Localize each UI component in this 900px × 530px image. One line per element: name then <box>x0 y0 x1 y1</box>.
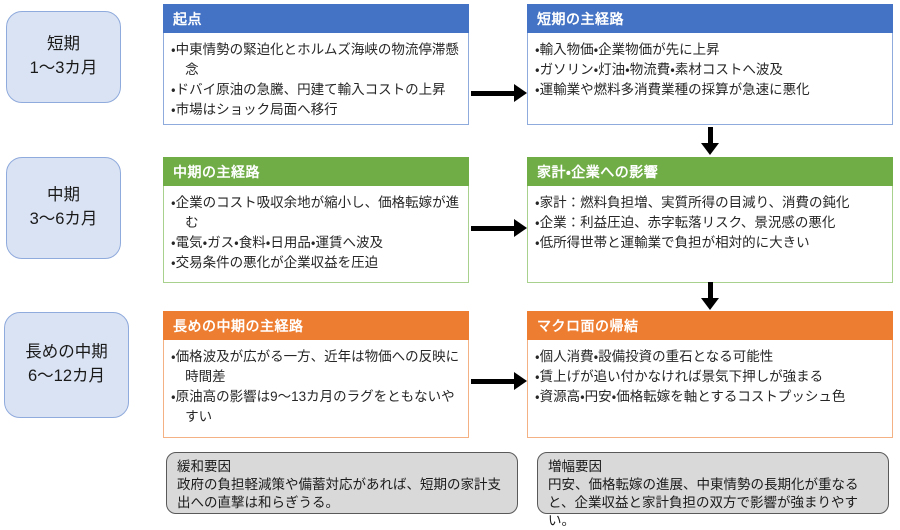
box-header: 中期の主経路 <box>163 157 469 186</box>
bullet-item: ・企業：利益圧迫、赤字転落リスク、景況感の悪化 <box>535 215 836 230</box>
bullet-item: ・賃上げが追い付かなければ景気下押しが強まる <box>535 369 824 384</box>
bullet-item: ・ガソリン・灯油・物流費・素材コストへ波及 <box>535 62 783 77</box>
bullet-item: ・家計：燃料負担増、実質所得の目減り、消費の鈍化 <box>535 195 850 210</box>
box-body: ・家計：燃料負担増、実質所得の目減り、消費の鈍化 ・企業：利益圧迫、赤字転落リス… <box>527 186 893 283</box>
bullet-item: ・個人消費・設備投資の重石となる可能性 <box>535 349 774 364</box>
arrow-down-icon <box>701 127 719 155</box>
box-body: ・中東情勢の緊迫化とホルムズ海峡の物流停滞懸念 ・ドバイ原油の急騰、円建て輸入コ… <box>163 33 469 125</box>
timeline-range: 6〜12カ月 <box>27 367 106 385</box>
timeline-box-mid-term: 中期 3〜6カ月 <box>6 157 121 259</box>
box-header: マクロ面の帰結 <box>527 311 893 340</box>
timeline-box-longer-mid-term: 長めの中期 6〜12カ月 <box>4 312 129 418</box>
note-body: 円安、価格転嫁の進展、中東情勢の長期化が重なると、企業収益と家計負担の双方で影響… <box>548 477 859 528</box>
timeline-label: 短期 <box>46 35 80 54</box>
flow-diagram: 短期 1〜3カ月 中期 3〜6カ月 長めの中期 6〜12カ月 起点 ・中東情勢の… <box>4 4 893 528</box>
arrow-right-icon <box>470 219 527 237</box>
box-body: ・企業のコスト吸収余地が縮小し、価格転嫁が進む ・電気・ガス・食料・日用品・運賃… <box>163 186 469 283</box>
note-title: 増幅要因 <box>548 459 602 474</box>
box-body: ・輸入物価・企業物価が先に上昇 ・ガソリン・灯油・物流費・素材コストへ波及 ・運… <box>527 33 893 125</box>
box-mid-term-path: 中期の主経路 ・企業のコスト吸収余地が縮小し、価格転嫁が進む ・電気・ガス・食料… <box>163 157 469 283</box>
arrow-down-icon <box>701 282 719 310</box>
bullet-item: ・企業のコスト吸収余地が縮小し、価格転嫁が進む <box>171 195 460 230</box>
box-longer-mid-term-path: 長めの中期の主経路 ・価格波及が広がる一方、近年は物価への反映に時間差 ・原油高… <box>163 311 469 438</box>
bullet-item: ・資源高・円安・価格転嫁を軸とするコストプッシュ色 <box>535 389 846 404</box>
box-header: 起点 <box>163 4 469 33</box>
bullet-item: ・原油高の影響は9〜13カ月のラグをともないやすい <box>171 389 455 424</box>
bullet-item: ・交易条件の悪化が企業収益を圧迫 <box>171 255 379 270</box>
box-header: 短期の主経路 <box>527 4 893 33</box>
bullet-item: ・運輸業や燃料多消費業種の採算が急速に悪化 <box>535 82 810 97</box>
bullet-item: ・低所得世帯と運輸業で負担が相対的に大きい <box>535 235 810 250</box>
arrow-right-icon <box>470 372 527 390</box>
timeline-range: 1〜3カ月 <box>29 59 98 77</box>
bullet-item: ・輸入物価・企業物価が先に上昇 <box>535 42 720 57</box>
box-short-term-path: 短期の主経路 ・輸入物価・企業物価が先に上昇 ・ガソリン・灯油・物流費・素材コス… <box>527 4 893 125</box>
timeline-label: 長めの中期 <box>25 343 108 362</box>
note-amplifying-factors: 増幅要因 円安、価格転嫁の進展、中東情勢の長期化が重なると、企業収益と家計負担の… <box>537 452 889 528</box>
box-origin: 起点 ・中東情勢の緊迫化とホルムズ海峡の物流停滞懸念 ・ドバイ原油の急騰、円建て… <box>163 4 469 125</box>
bullet-item: ・ドバイ原油の急騰、円建て輸入コストの上昇 <box>171 82 446 97</box>
note-body: 政府の負担軽減策や備蓄対応があれば、短期の家計支出への直撃は和らぎうる。 <box>177 477 501 510</box>
bullet-item: ・市場はショック局面へ移行 <box>171 102 338 117</box>
note-title: 緩和要因 <box>177 459 231 474</box>
timeline-label: 中期 <box>46 186 80 205</box>
timeline-range: 3〜6カ月 <box>29 210 98 228</box>
bullet-item: ・価格波及が広がる一方、近年は物価への反映に時間差 <box>171 349 460 384</box>
box-header: 長めの中期の主経路 <box>163 311 469 340</box>
box-body: ・価格波及が広がる一方、近年は物価への反映に時間差 ・原油高の影響は9〜13カ月… <box>163 340 469 438</box>
timeline-box-short-term: 短期 1〜3カ月 <box>6 11 121 103</box>
note-mitigating-factors: 緩和要因 政府の負担軽減策や備蓄対応があれば、短期の家計支出への直撃は和らぎうる… <box>166 452 518 514</box>
arrow-right-icon <box>470 84 527 102</box>
box-body: ・個人消費・設備投資の重石となる可能性 ・賃上げが追い付かなければ景気下押しが強… <box>527 340 893 438</box>
box-household-corporate-impact: 家計・企業への影響 ・家計：燃料負担増、実質所得の目減り、消費の鈍化 ・企業：利… <box>527 157 893 283</box>
box-header: 家計・企業への影響 <box>527 157 893 186</box>
bullet-item: ・中東情勢の緊迫化とホルムズ海峡の物流停滞懸念 <box>171 42 459 77</box>
bullet-item: ・電気・ガス・食料・日用品・運賃へ波及 <box>171 235 383 250</box>
box-macro-outcome: マクロ面の帰結 ・個人消費・設備投資の重石となる可能性 ・賃上げが追い付かなけれ… <box>527 311 893 438</box>
